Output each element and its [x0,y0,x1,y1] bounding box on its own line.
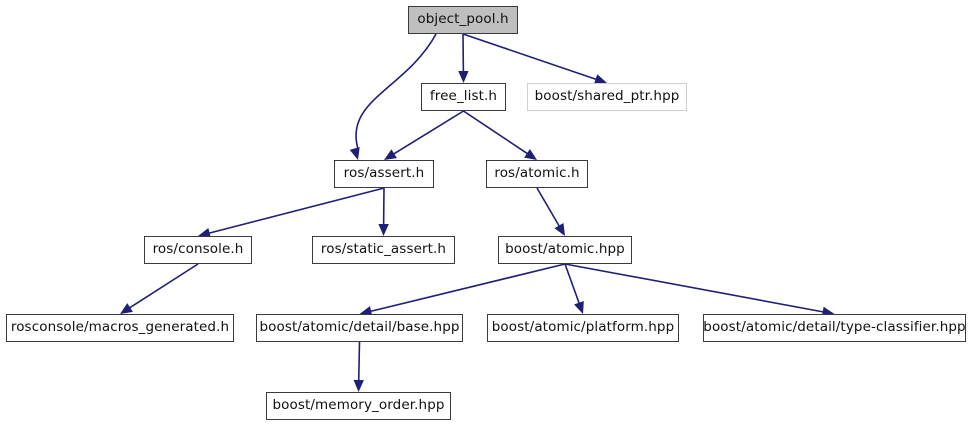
graph-node-label: object_pool.h [417,11,509,28]
edge-object_pool-ros_assert-arrowhead [349,147,360,160]
graph-node-ros_atomic[interactable]: ros/atomic.h [486,160,588,188]
graph-node-label: ros/console.h [152,241,244,258]
edge-ros_console-macros_generated-arrowhead [120,303,133,314]
graph-node-shared_ptr[interactable]: boost/shared_ptr.hpp [527,83,687,111]
edge-object_pool-shared_ptr [462,33,597,81]
graph-node-macros_generated[interactable]: rosconsole/macros_generated.h [6,314,234,342]
edge-object_pool-free_list-arrowhead [458,70,469,83]
edge-ros_atomic-boost_atomic [536,187,561,227]
edge-free_list-ros_atomic-arrowhead [524,149,537,160]
edge-ros_atomic-boost_atomic-arrowhead [554,223,565,236]
graph-node-atomic_base[interactable]: boost/atomic/detail/base.hpp [256,314,463,342]
graph-node-label: boost/atomic.hpp [505,241,625,258]
edge-free_list-ros_assert [392,110,464,155]
graph-node-label: ros/assert.h [343,165,425,182]
edge-boost_atomic-atomic_base [369,263,566,313]
graph-node-ros_console[interactable]: ros/console.h [144,236,252,264]
graph-node-label: free_list.h [429,88,498,105]
edge-boost_atomic-type_classifier [564,263,824,313]
graph-node-ros_assert[interactable]: ros/assert.h [334,160,434,188]
graph-node-label: ros/static_assert.h [320,241,447,258]
graph-node-object_pool[interactable]: object_pool.h [408,6,518,34]
edge-free_list-ros_atomic [463,110,529,155]
graph-node-label: boost/atomic/detail/type-classifier.hpp [703,319,966,336]
graph-node-ros_static_assert[interactable]: ros/static_assert.h [312,236,455,264]
edge-atomic_base-memory_order-arrowhead [353,379,364,392]
edge-free_list-ros_assert-arrowhead [384,149,397,160]
graph-node-label: boost/atomic/platform.hpp [491,319,675,336]
edge-ros_assert-ros_static_assert-arrowhead [378,223,389,236]
graph-node-label: rosconsole/macros_generated.h [10,319,230,336]
graph-node-label: ros/atomic.h [494,165,580,182]
edge-boost_atomic-atomic_platform [564,263,581,304]
graph-node-label: boost/atomic/detail/base.hpp [259,319,460,336]
edge-ros_assert-ros_console [208,187,385,235]
edge-boost_atomic-atomic_platform-arrowhead [574,300,584,314]
graph-node-type_classifier[interactable]: boost/atomic/detail/type-classifier.hpp [703,314,966,342]
graph-node-memory_order[interactable]: boost/memory_order.hpp [266,392,451,420]
graph-node-boost_atomic[interactable]: boost/atomic.hpp [498,236,632,264]
edge-atomic_base-memory_order [357,341,361,382]
graph-node-free_list[interactable]: free_list.h [421,83,506,111]
graph-node-atomic_platform[interactable]: boost/atomic/platform.hpp [487,314,679,342]
edge-ros_console-macros_generated [128,263,199,309]
graph-node-label: boost/memory_order.hpp [272,397,445,414]
graph-node-label: boost/shared_ptr.hpp [534,88,680,105]
